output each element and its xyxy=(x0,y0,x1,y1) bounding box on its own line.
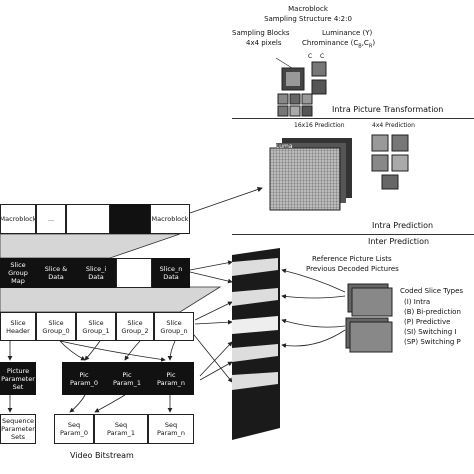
macroblock-sampling xyxy=(275,57,327,117)
intra-prediction-title: Intra Prediction xyxy=(372,221,434,230)
seq-cell-1: Seq Param_0 xyxy=(54,414,94,444)
intra-transformation-title: Intra Picture Transformation xyxy=(332,105,444,114)
fan-slice-to-group xyxy=(0,286,222,313)
intra-prediction-rule xyxy=(232,234,474,235)
stack-label-luma: Luma xyxy=(276,143,293,150)
label-16x16: 16x16 Prediction xyxy=(294,122,345,129)
luminance-label: Luminance (Y) xyxy=(322,29,373,37)
seq-cell-0: Sequence Parameter Sets xyxy=(0,414,36,444)
pic-cell-0: Picture Parameter Set xyxy=(0,362,36,395)
group-cell-0: Slice Header xyxy=(0,312,36,341)
group-cell-3: Slice Group_2 xyxy=(116,312,154,341)
chrominance-sub-r: R xyxy=(368,43,373,50)
pixels-label: 4x4 pixels xyxy=(246,39,282,47)
slice-type-item: (SI) Switching I xyxy=(404,328,457,336)
slice-type-item: (P) Predictive xyxy=(404,318,451,326)
slice-cell-4: Slice_n Data xyxy=(152,258,190,288)
slice-cell-3 xyxy=(116,258,152,288)
slice-cell-2: Slice_i Data xyxy=(76,258,116,288)
sampling-blocks-label: Sampling Blocks xyxy=(232,29,290,37)
group-cell-2: Slice Group_1 xyxy=(76,312,116,341)
slice-type-item: (SP) Switching P xyxy=(404,338,461,346)
reference-lists-label: Reference Picture Lists xyxy=(312,255,392,263)
chrominance-end: ) xyxy=(372,39,376,47)
seq-cell-3: Seq Param_n xyxy=(148,414,194,444)
macroblock-title: Macroblock xyxy=(288,5,328,13)
intra-4x4-tiles xyxy=(371,134,409,190)
group-cell-1: Slice Group_0 xyxy=(36,312,76,341)
group-cell-4: Slice Group_n xyxy=(154,312,194,341)
reference-pictures xyxy=(345,283,393,353)
macroblock-cell-0: Macroblock xyxy=(0,204,36,234)
macroblock-cell-2 xyxy=(66,204,110,234)
pic-cell-2: Pic Param_1 xyxy=(106,362,148,395)
slice-cell-0: Slice Group Map xyxy=(0,258,36,288)
macroblock-subtitle: Sampling Structure 4:2:0 xyxy=(264,15,352,23)
inter-stacked-pictures xyxy=(232,248,280,440)
cr-label: C xyxy=(320,53,325,60)
stack-label-chroma: Chroma xyxy=(286,131,310,138)
chrominance-sep: ,C xyxy=(361,39,369,47)
macroblock-cell-3 xyxy=(110,204,150,234)
intra-transformation-rule xyxy=(232,118,474,119)
cb-label: C xyxy=(308,53,313,60)
slice-types-title: Coded Slice Types xyxy=(400,287,464,295)
chrominance-text: Chrominance (C xyxy=(302,39,359,47)
label-4x4: 4x4 Prediction xyxy=(372,122,415,129)
macroblock-cell-4: Macroblock xyxy=(150,204,190,234)
video-bitstream-label: Video Bitstream xyxy=(70,451,134,460)
pic-cell-1: Pic Param_0 xyxy=(62,362,106,395)
slice-cell-1: Slice & Data xyxy=(36,258,76,288)
pic-cell-3: Pic Param_n xyxy=(148,362,194,395)
intra-prediction-grid xyxy=(269,138,352,211)
seq-cell-2: Seq Param_1 xyxy=(94,414,148,444)
previous-decoded-label: Previous Decoded Pictures xyxy=(306,265,399,273)
slice-type-item: (I) Intra xyxy=(404,298,431,306)
slice-type-item: (B) Bi-prediction xyxy=(404,308,461,316)
inter-prediction-title: Inter Prediction xyxy=(368,237,430,246)
chrominance-label: Chrominance (CB,CR) xyxy=(302,40,375,49)
chrominance-sub-b: B xyxy=(358,43,362,50)
macroblock-cell-1: ... xyxy=(36,204,66,234)
fan-macroblock-to-slice xyxy=(0,233,181,259)
